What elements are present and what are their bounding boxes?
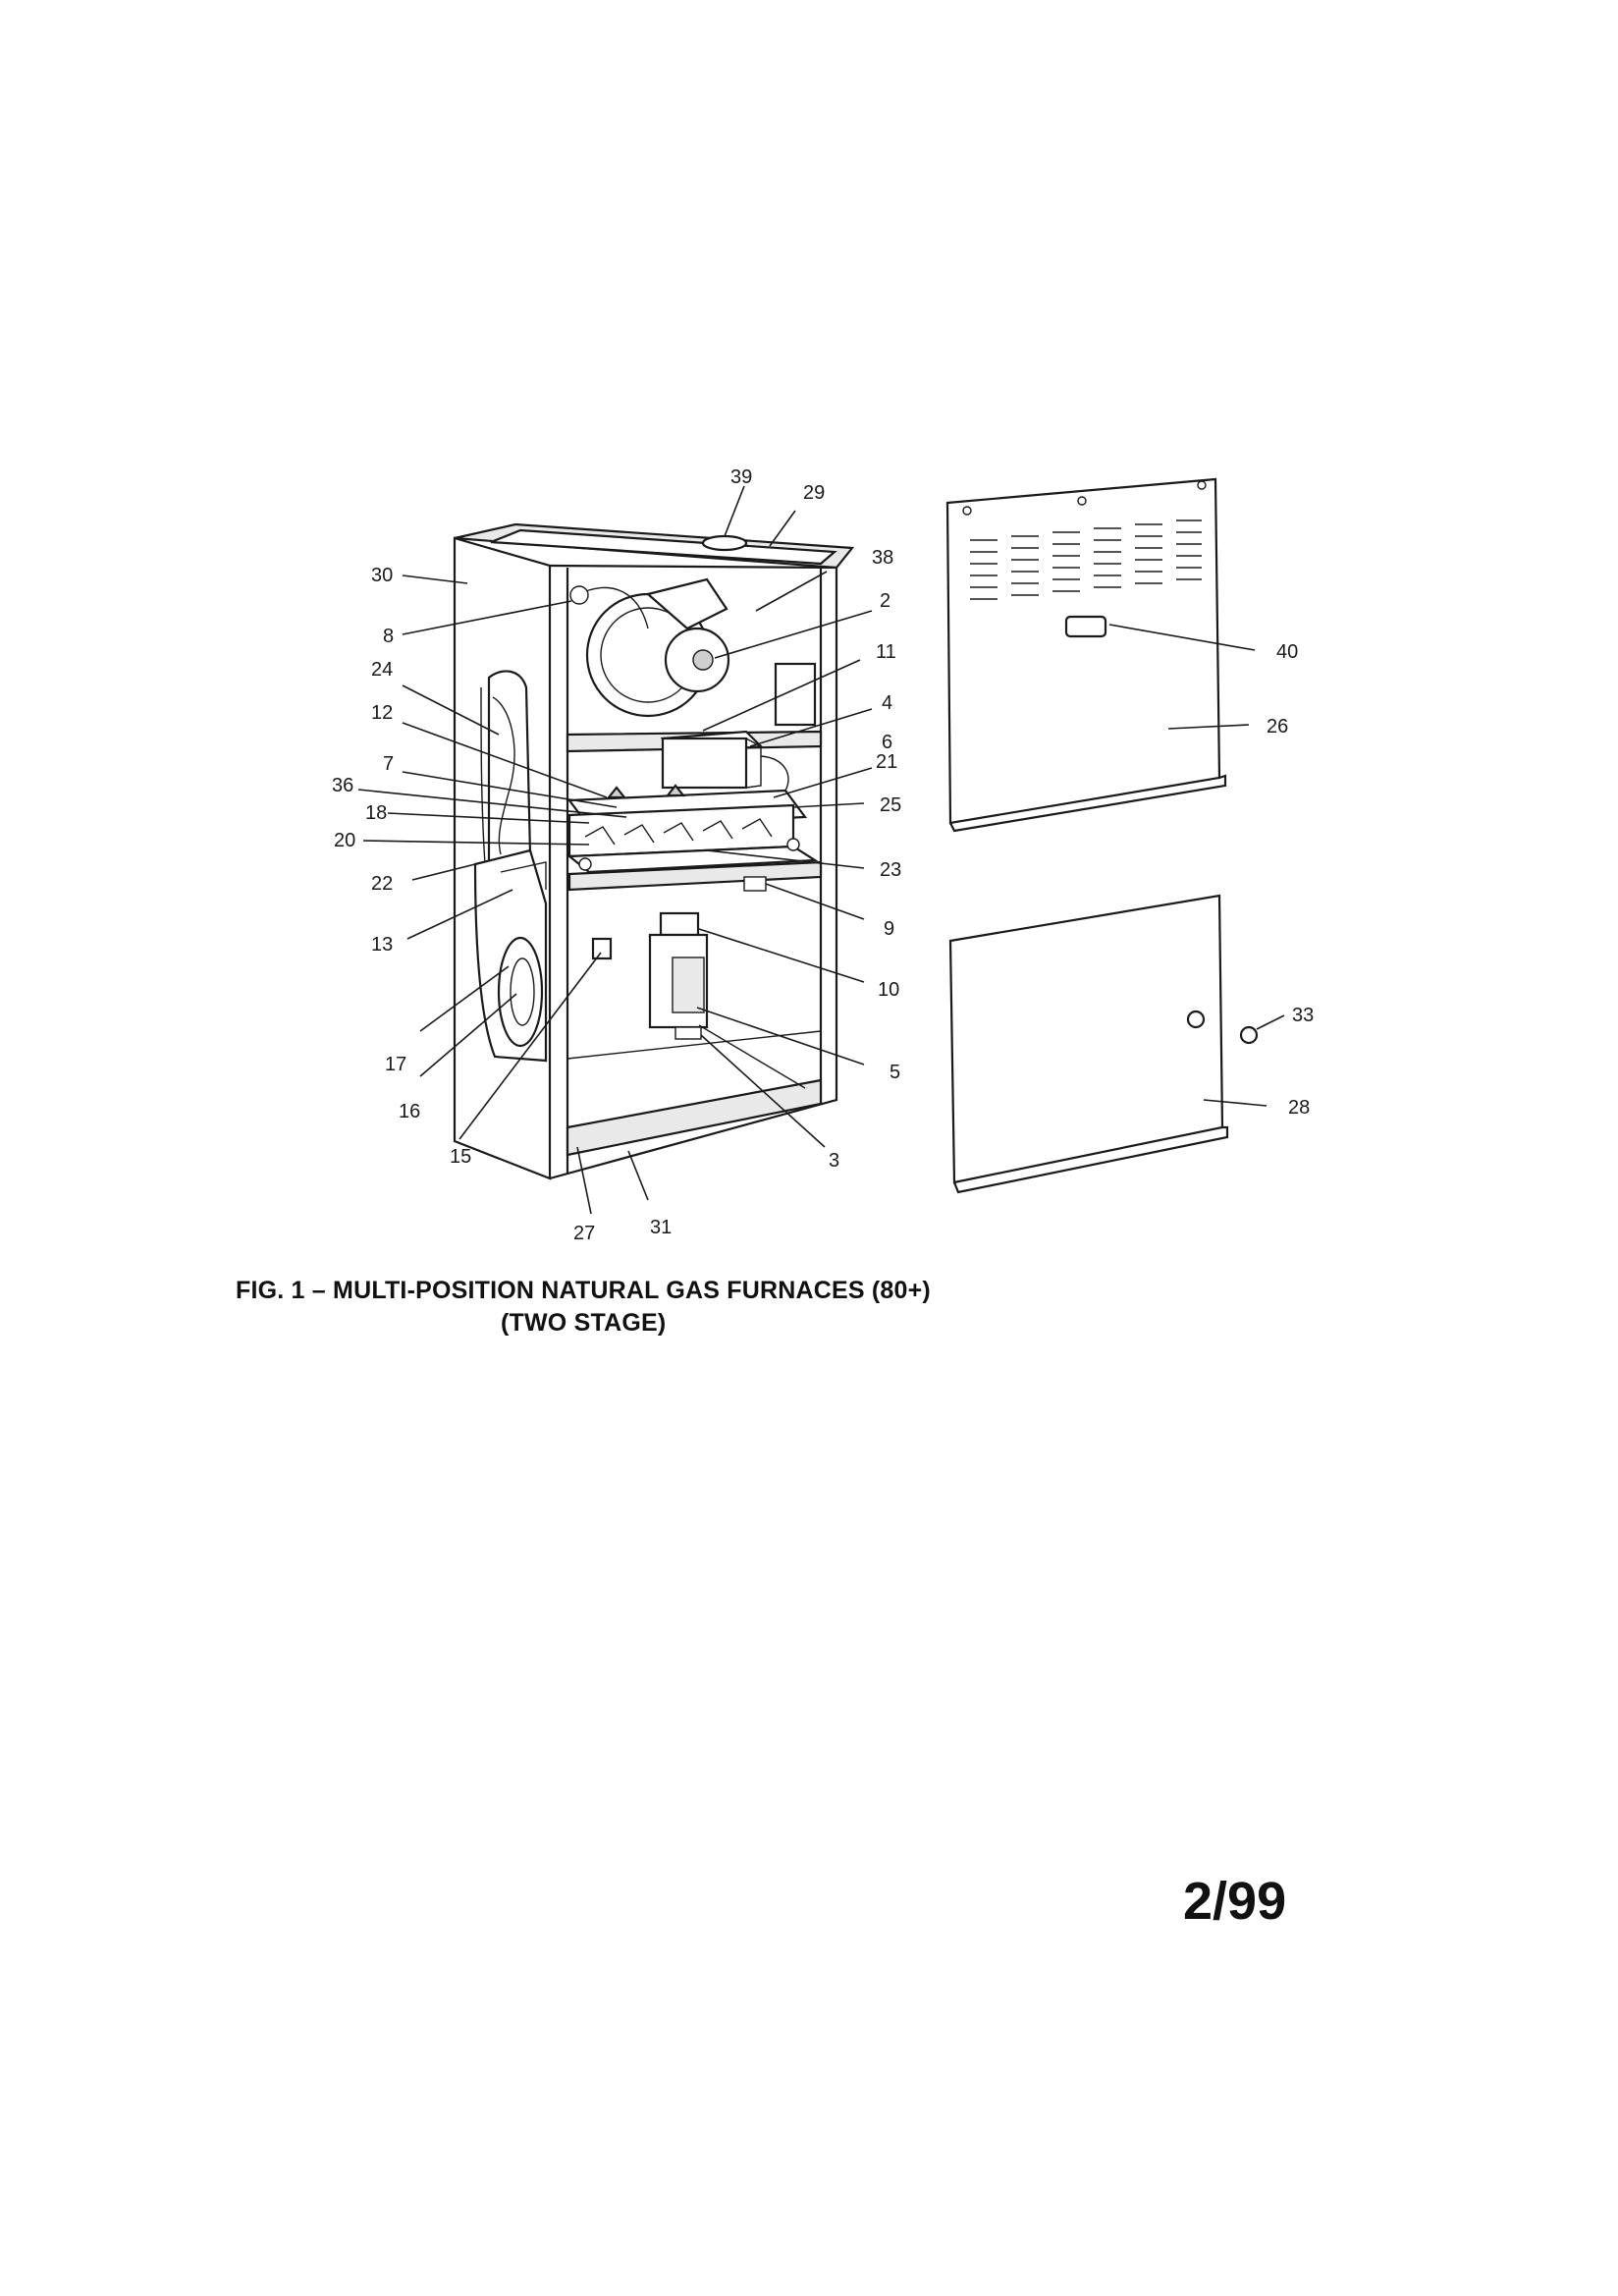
louver-vents	[970, 519, 1202, 600]
furnace-cabinet	[453, 522, 855, 1180]
inducer-blower	[569, 577, 730, 718]
callout-22: 22	[371, 873, 393, 895]
door-handle	[1064, 615, 1107, 638]
callout-16: 16	[399, 1101, 420, 1122]
callout-10: 10	[878, 979, 899, 1001]
screw-knob	[1239, 1025, 1259, 1045]
callout-17: 17	[385, 1054, 406, 1075]
door-knob-hole	[1186, 1010, 1206, 1029]
callout-2: 2	[880, 590, 890, 612]
gas-valve	[648, 911, 709, 1040]
callout-6: 6	[882, 732, 892, 753]
callout-15: 15	[450, 1146, 471, 1168]
figure-caption-subtitle: (TWO STAGE)	[501, 1309, 667, 1337]
callout-3: 3	[829, 1150, 839, 1172]
callout-29: 29	[803, 482, 825, 504]
callout-12: 12	[371, 702, 393, 724]
callout-labels: 39 29 30 38 2 8 11 24 4 12 6 21 7 36 25 …	[332, 466, 1314, 1244]
callout-39: 39	[730, 466, 752, 488]
figure-caption-title: FIG. 1 – MULTI-POSITION NATURAL GAS FURN…	[236, 1277, 931, 1304]
upper-access-door	[945, 477, 1227, 833]
manifold	[566, 838, 823, 892]
limit-control-box	[660, 730, 789, 792]
leader-lines	[357, 485, 1285, 1215]
callout-28: 28	[1288, 1097, 1310, 1119]
page-date-code: 2/99	[1183, 1872, 1287, 1931]
callout-23: 23	[880, 859, 901, 881]
callout-13: 13	[371, 934, 393, 956]
callout-25: 25	[880, 794, 901, 816]
callout-7: 7	[383, 753, 394, 775]
lower-blower-door	[948, 894, 1229, 1194]
callout-40: 40	[1276, 641, 1298, 663]
flue-collar	[701, 534, 748, 552]
callout-9: 9	[884, 918, 894, 940]
callout-36: 36	[332, 775, 353, 796]
callout-20: 20	[334, 830, 355, 851]
callout-31: 31	[650, 1217, 672, 1238]
callout-8: 8	[383, 626, 394, 647]
burner-assembly	[566, 784, 808, 858]
callout-5: 5	[890, 1062, 900, 1083]
callout-4: 4	[882, 692, 892, 714]
callout-27: 27	[573, 1223, 595, 1244]
door-switch	[591, 937, 613, 960]
circulating-blower	[473, 848, 548, 1063]
callout-18: 18	[365, 802, 387, 824]
callout-38: 38	[872, 547, 893, 569]
heat-exchanger	[480, 670, 532, 866]
callout-21: 21	[876, 751, 897, 773]
callout-33: 33	[1292, 1005, 1314, 1026]
callout-24: 24	[371, 659, 393, 681]
callout-26: 26	[1267, 716, 1288, 738]
control-box	[774, 662, 817, 727]
callout-30: 30	[371, 565, 393, 586]
callout-11: 11	[876, 641, 896, 663]
